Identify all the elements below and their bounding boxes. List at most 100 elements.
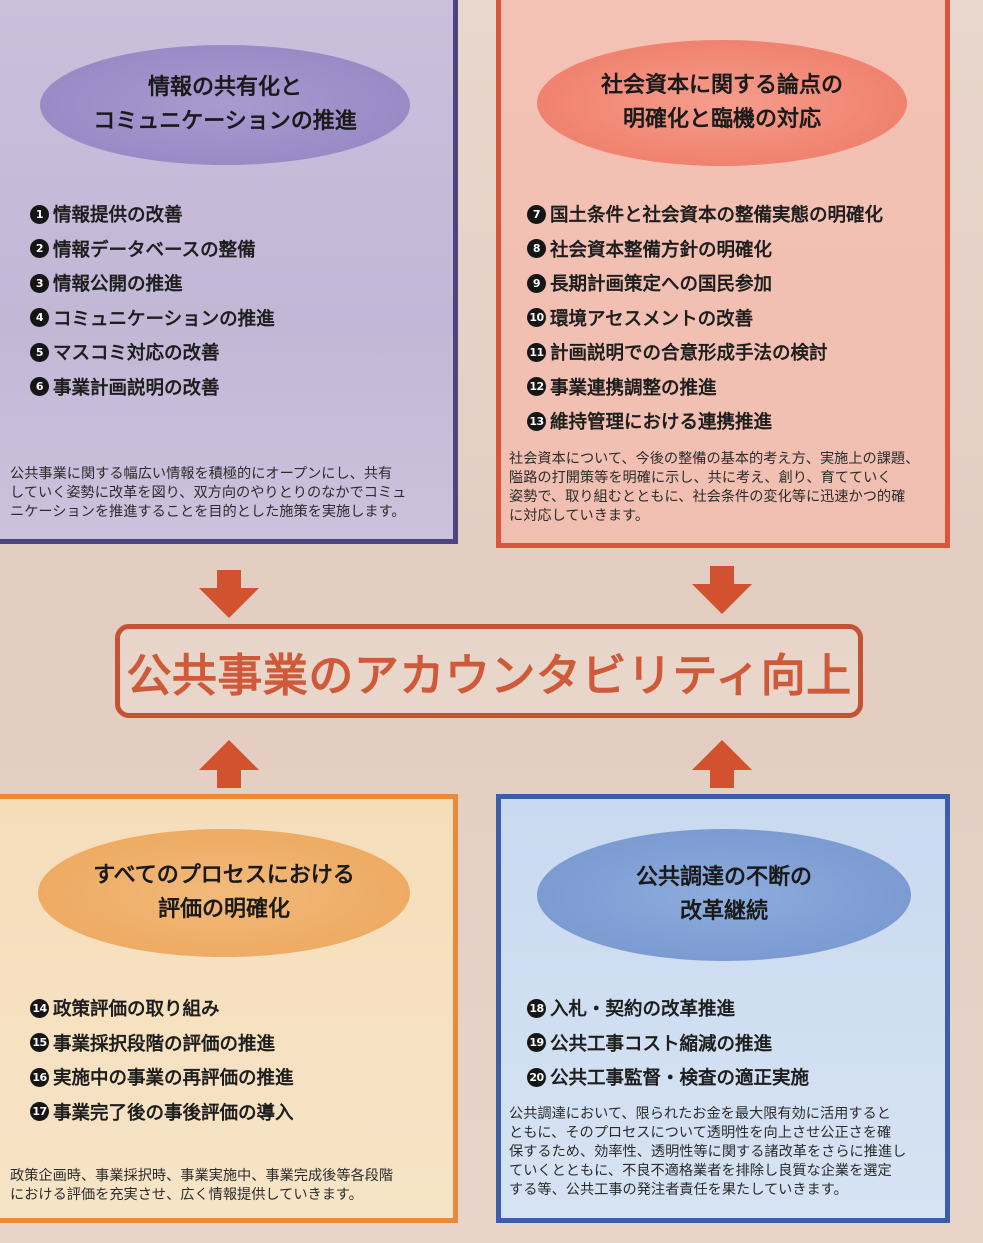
description-line: に対応していきます。 <box>509 508 650 524</box>
panel-heading-line-2: 評価の明確化 <box>157 897 290 922</box>
number-badge: 20 <box>527 1067 546 1087</box>
measure-label: 公共工事監督・検査の適正実施 <box>550 1068 810 1090</box>
measure-label: 情報公開の推進 <box>53 274 183 296</box>
panel-description: 政策企画時、事業採択時、事業実施中、事業完成後等各段階 における評価を充実させ、… <box>10 1167 393 1205</box>
description-line: 社会資本について、今後の整備の基本的考え方、実施上の課題、 <box>509 451 920 467</box>
number-badge: 12 <box>527 377 546 397</box>
number-badge: 1 <box>30 204 49 224</box>
up-arrow-icon <box>692 740 752 788</box>
measure-label: 事業計画説明の改善 <box>53 377 220 399</box>
description-line: ていくとともに、不良不適格業者を排除し良質な企業を選定 <box>509 1163 892 1179</box>
panel-heading-line-1: すべてのプロセスにおける <box>93 863 355 888</box>
measure-label: コミュニケーションの推進 <box>53 308 275 330</box>
description-line: ニケーションを推進することを目的とした施策を実施します。 <box>10 504 406 520</box>
measure-label: 情報データベースの整備 <box>53 239 256 261</box>
number-badge: 13 <box>527 411 546 431</box>
description-line: ともに、そのプロセスについて透明性を向上させ公正さを確 <box>509 1125 892 1141</box>
description-line: する等、公共工事の発注者責任を果たしていきます。 <box>509 1182 848 1198</box>
measure-label: 情報提供の改善 <box>53 205 183 227</box>
measure-label: 社会資本整備方針の明確化 <box>550 239 773 261</box>
measure-label: 国土条件と社会資本の整備実態の明確化 <box>550 205 884 227</box>
number-badge: 3 <box>30 273 49 293</box>
number-badge: 18 <box>527 998 546 1018</box>
down-arrow-icon <box>199 570 259 618</box>
measure-label: 長期計画策定への国民参加 <box>550 274 773 296</box>
description-line: 保するため、効率性、透明性等に関する諸改革をさらに推進し <box>509 1144 907 1160</box>
number-badge: 9 <box>527 273 546 293</box>
measure-label: 維持管理における連携推進 <box>550 412 773 434</box>
number-badge: 8 <box>527 239 546 259</box>
number-badge: 14 <box>30 998 49 1018</box>
measure-label: 政策評価の取り組み <box>53 999 220 1021</box>
panel-heading-line-1: 情報の共有化と <box>147 75 302 100</box>
number-badge: 17 <box>30 1102 49 1122</box>
panel-heading-line-2: 明確化と臨機の対応 <box>622 107 821 132</box>
description-line: 姿勢で、取り組むとともに、社会条件の変化等に迅速かつ的確 <box>509 489 906 505</box>
panel-heading-ellipse: 情報の共有化と コミュニケーションの推進 <box>40 45 410 165</box>
measure-label: 計画説明での合意形成手法の検討 <box>550 343 828 365</box>
measure-label: 実施中の事業の再評価の推進 <box>53 1068 294 1090</box>
panel-heading-ellipse: すべてのプロセスにおける 評価の明確化 <box>38 829 410 957</box>
panel-heading-line-1: 公共調達の不断の <box>635 865 812 890</box>
up-arrow-icon <box>199 740 259 788</box>
number-badge: 6 <box>30 377 49 397</box>
number-badge: 7 <box>527 204 546 224</box>
measure-label: 環境アセスメントの改善 <box>550 308 754 330</box>
number-badge: 2 <box>30 239 49 259</box>
measure-label: 入札・契約の改革推進 <box>550 999 736 1021</box>
description-line: 政策企画時、事業採択時、事業実施中、事業完成後等各段階 <box>10 1168 394 1184</box>
number-badge: 11 <box>527 342 546 362</box>
description-line: 公共事業に関する幅広い情報を積極的にオープンにし、共有 <box>10 466 393 482</box>
measure-label: マスコミ対応の改善 <box>53 343 220 365</box>
panel-heading-line-1: 社会資本に関する論点の <box>600 73 843 98</box>
description-line: 隘路の打開策等を明確に示し、共に考え、創り、育てていく <box>509 470 892 486</box>
number-badge: 19 <box>527 1033 546 1053</box>
number-badge: 15 <box>30 1033 49 1053</box>
number-badge: 16 <box>30 1067 49 1087</box>
central-goal-banner: 公共事業のアカウンタビリティ向上 <box>115 624 863 718</box>
panel-heading-line-2: 改革継続 <box>679 899 768 924</box>
measure-label: 事業採択段階の評価の推進 <box>53 1033 276 1055</box>
description-line: 公共調達において、限られたお金を最大限有効に活用すると <box>509 1106 891 1122</box>
description-line: における評価を充実させ、広く情報提供していきます。 <box>10 1187 363 1203</box>
panel-heading-ellipse: 社会資本に関する論点の 明確化と臨機の対応 <box>537 40 907 166</box>
down-arrow-icon <box>692 566 752 614</box>
panel-description: 公共調達において、限られたお金を最大限有効に活用すると ともに、そのプロセスにつ… <box>509 1105 906 1200</box>
banner-title: 公共事業のアカウンタビリティ向上 <box>126 648 852 702</box>
panel-description: 社会資本について、今後の整備の基本的考え方、実施上の課題、 隘路の打開策等を明確… <box>509 450 919 526</box>
measure-label: 公共工事コスト縮減の推進 <box>550 1033 773 1055</box>
number-badge: 10 <box>527 308 546 328</box>
panel-heading-line-2: コミュニケーションの推進 <box>93 109 357 134</box>
description-line: していく姿勢に改革を図り、双方向のやりとりのなかでコミュ <box>10 485 407 501</box>
panel-description: 公共事業に関する幅広い情報を積極的にオープンにし、共有 していく姿勢に改革を図り… <box>10 465 406 522</box>
measure-label: 事業完了後の事後評価の導入 <box>53 1102 294 1124</box>
